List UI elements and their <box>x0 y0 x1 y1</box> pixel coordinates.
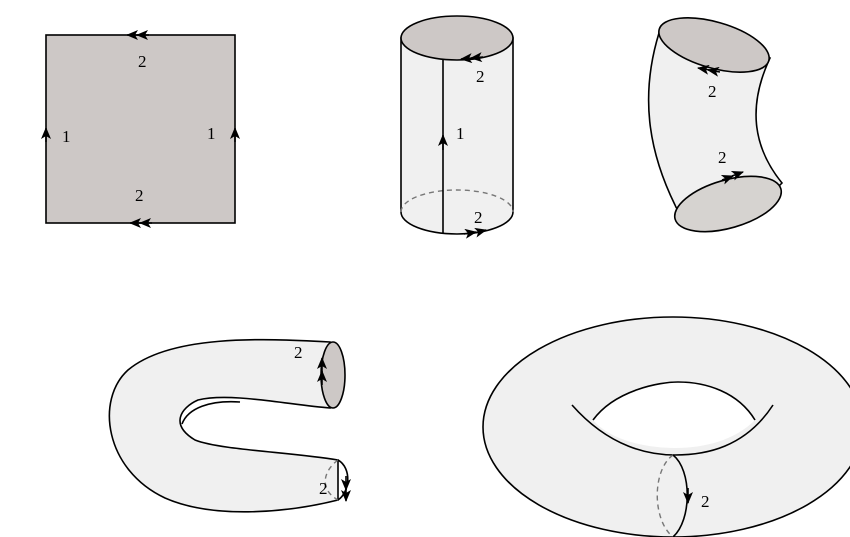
open-torus-top-label: 2 <box>294 343 303 362</box>
torus-hole <box>593 382 755 448</box>
bent-bottom-label: 2 <box>718 148 727 167</box>
torus-stage: 2 <box>482 316 850 537</box>
torus-hole-upper-rim <box>592 381 756 421</box>
open-torus-stage: 2 2 <box>108 338 351 513</box>
bent-cylinder-stage: 2 2 <box>647 17 784 233</box>
torus-meridian-back <box>656 454 674 537</box>
open-torus-bottom-back-rim <box>324 459 339 501</box>
open-torus-top-cap <box>320 341 346 409</box>
square-top-label: 2 <box>138 52 147 71</box>
cylinder-top-cap <box>400 15 514 61</box>
cylinder-top-label: 2 <box>476 67 485 86</box>
open-torus-bottom-label: 2 <box>319 479 328 498</box>
square-left-label: 1 <box>62 127 71 146</box>
torus-hole-lower-rim <box>571 404 774 456</box>
cylinder-stage: 1 2 2 <box>400 15 514 239</box>
square-stage: 2 2 1 1 <box>41 30 240 228</box>
square-bottom-label: 2 <box>135 186 144 205</box>
torus-meridian-label: 2 <box>701 492 710 511</box>
open-torus-inner-fold <box>181 400 241 425</box>
square-face <box>45 34 236 224</box>
bent-top-label: 2 <box>708 82 717 101</box>
square-right-label: 1 <box>207 124 216 143</box>
cylinder-bottom-back-rim <box>400 189 514 213</box>
open-torus-body <box>108 338 339 513</box>
cylinder-body <box>400 37 514 235</box>
cylinder-bottom-label: 2 <box>474 208 483 227</box>
cylinder-seam-label: 1 <box>456 124 465 143</box>
